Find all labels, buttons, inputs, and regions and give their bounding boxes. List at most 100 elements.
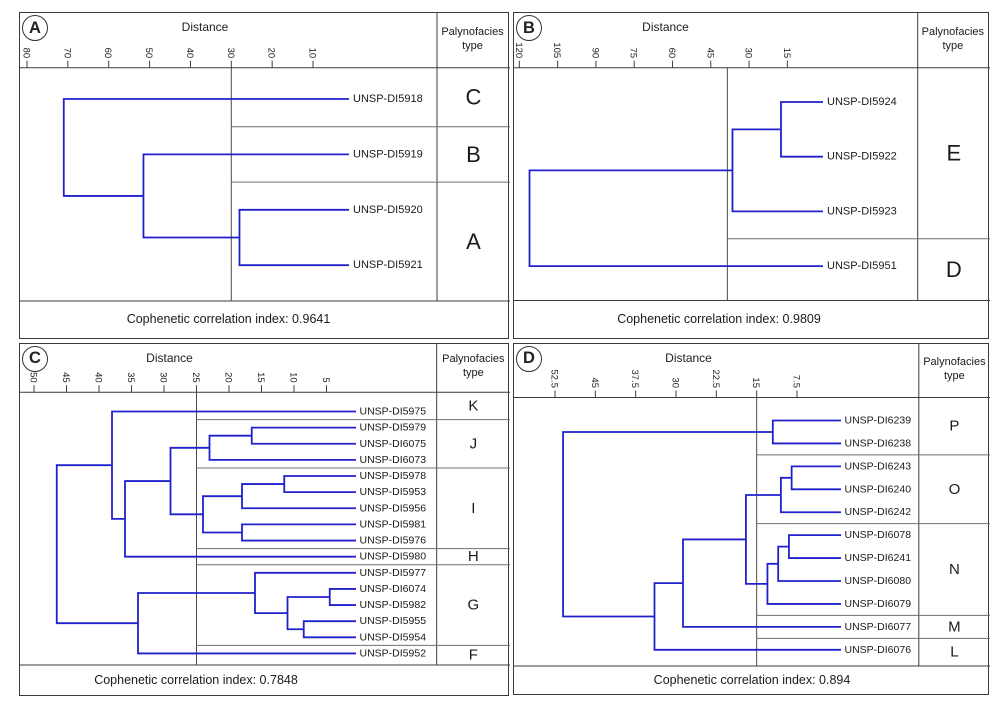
axis-title: Distance [146,350,193,365]
panel-letter-badge: B [516,15,542,41]
cophenetic-label: Cophenetic correlation index: 0.9641 [126,312,331,326]
tick-label: 15 [781,48,792,59]
tick-label: 45 [60,372,71,383]
dendrogram-branch [302,619,356,638]
panel-letter-badge: A [22,15,48,41]
dendrogram-branch [62,98,349,197]
palynofacies-header-line2: type [462,39,483,52]
sample-label: UNSP-DI6076 [845,643,912,655]
palynofacies-type-label: D [946,257,962,282]
dendrogram-branch [202,494,242,533]
sample-label: UNSP-DI5980 [360,550,427,562]
sample-label: UNSP-DI5920 [353,204,423,216]
tick-label: 75 [628,48,639,59]
palynofacies-header: Palynofacies type [437,344,510,391]
dendrogram-branch [745,493,781,585]
palynofacies-type-label: L [950,643,958,660]
panel-letter: C [29,349,41,367]
tick-label: 105 [551,42,562,58]
dendrogram-branch [788,533,841,559]
sample-label: UNSP-DI6243 [845,460,912,472]
palynofacies-type-label: N [949,561,960,578]
dendrogram-branch [142,153,349,239]
sample-label: UNSP-DI5977 [360,566,427,578]
palynofacies-header-line1: Palynofacies [923,355,986,368]
cophenetic-label: Cophenetic correlation index: 0.7848 [94,673,298,687]
palynofacies-type-label: F [469,646,478,663]
tick-label: 120 [514,42,524,58]
sample-label: UNSP-DI6239 [845,414,912,426]
sample-label: UNSP-DI6242 [845,506,912,518]
tick-label: 20 [266,48,277,59]
sample-label: UNSP-DI5976 [360,534,427,546]
tick-label: 30 [743,48,754,59]
sample-label: UNSP-DI5919 [353,148,423,160]
tick-label: 7.5 [791,374,802,387]
tick-label: 15 [255,372,266,383]
tick-label: 52.5 [549,369,560,388]
sample-label: UNSP-DI5975 [360,405,427,417]
tick-label: 70 [61,48,72,59]
tick-label: 30 [158,372,169,383]
axis-title: Distance [642,20,689,34]
sample-label: UNSP-DI5956 [360,502,427,514]
sample-label: UNSP-DI6074 [360,582,427,594]
dendrogram-branch [780,101,823,158]
dendrogram-branch [731,128,823,213]
tick-label: 80 [21,48,32,59]
palynofacies-header: Palynofacies type [437,13,508,66]
tick-label: 90 [589,48,600,59]
dendrogram-branch [137,591,356,654]
sample-label: UNSP-DI5952 [360,647,427,659]
tick-label: 25 [190,372,201,383]
dendrogram-branch [328,587,356,606]
sample-label: UNSP-DI6238 [845,437,912,449]
palynofacies-type-label: J [470,435,478,452]
palynofacies-type-label: M [948,618,961,635]
panel-letter-badge: D [516,345,542,372]
tick-label: 30 [225,48,236,59]
sample-label: UNSP-DI5923 [827,205,897,217]
palynofacies-type-label: H [468,548,479,565]
dendrogram-branch [790,464,841,490]
tick-label: 45 [589,377,600,388]
palynofacies-type-label: I [471,499,475,516]
sample-label: UNSP-DI5921 [353,259,423,271]
dendrogram-branch [283,474,356,493]
sample-label: UNSP-DI6075 [360,437,427,449]
axis-title: Distance [665,350,712,365]
dendrogram-branch [241,523,356,541]
dendrogram-branch [241,482,356,509]
palynofacies-type-label: C [466,85,482,110]
palynofacies-header-line1: Palynofacies [442,353,505,365]
cophenetic-label: Cophenetic correlation index: 0.894 [653,673,851,687]
tick-label: 37.5 [629,369,640,388]
palynofacies-type-label: E [947,141,962,166]
sample-label: UNSP-DI6073 [360,453,427,465]
palynofacies-header-line1: Palynofacies [921,25,985,38]
palynofacies-type-label: B [466,142,481,167]
palynofacies-header-line2: type [942,39,964,52]
dendrogram-branch [286,595,330,630]
palynofacies-type-label: P [949,417,959,434]
tick-label: 50 [28,372,39,383]
sample-label: UNSP-DI5954 [360,631,427,643]
dendrogram-branch [562,430,773,617]
axis-title: Distance [181,20,229,34]
tick-label: 22.5 [710,369,721,388]
sample-label: UNSP-DI5978 [360,470,427,482]
palynofacies-header: Palynofacies type [919,344,990,396]
cophenetic-label: Cophenetic correlation index: 0.9809 [617,311,821,326]
tick-label: 60 [666,48,677,59]
panel-letter: A [29,18,41,37]
sample-label: UNSP-DI5924 [827,96,897,108]
sample-label: UNSP-DI5955 [360,615,427,627]
palynofacies-header-line2: type [462,366,484,379]
sample-label: UNSP-DI6080 [845,575,912,587]
